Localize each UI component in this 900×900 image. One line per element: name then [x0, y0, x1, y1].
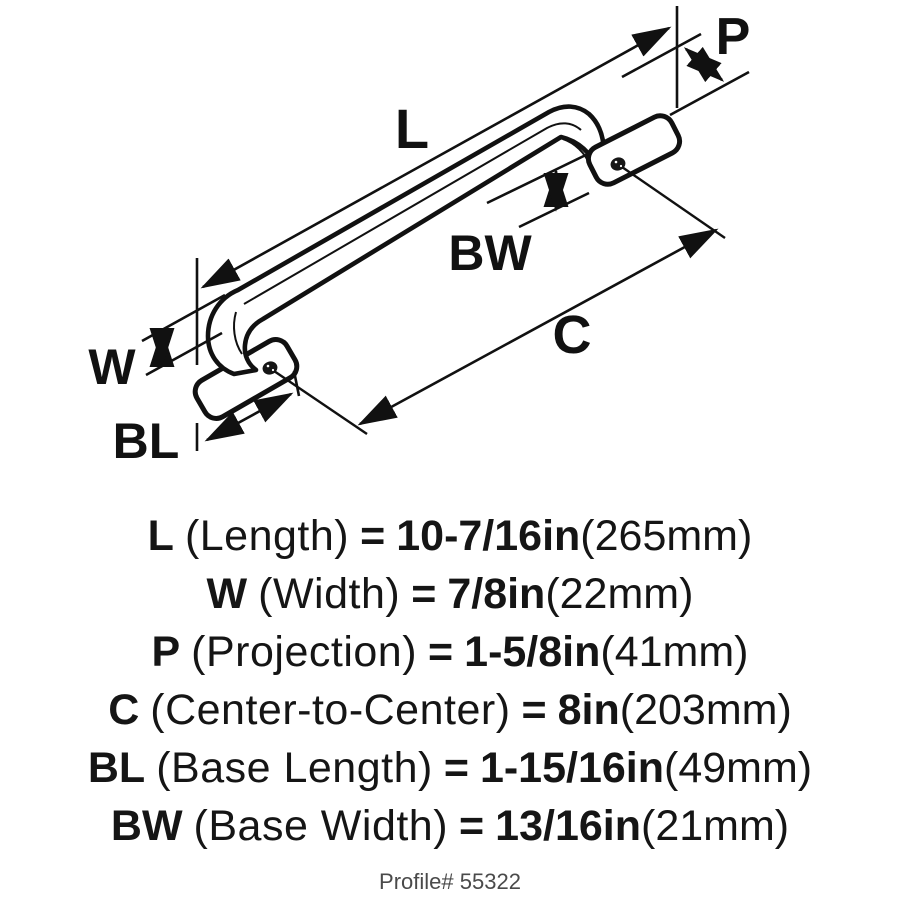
spec-imperial-value: 1-5/8in [464, 628, 601, 676]
spec-symbol: BL [87, 744, 146, 792]
dimension-spec-list: L(Length)=10-7/16in(265mm) W(Width)=7/8i… [0, 507, 900, 895]
BW-label: BW [448, 225, 532, 281]
equals-sign: = [411, 570, 437, 618]
spec-name: (Length) [184, 512, 350, 560]
spec-metric-value: (22mm) [545, 570, 694, 618]
C-dimension-line [357, 228, 719, 426]
spec-metric-value: (41mm) [600, 628, 749, 676]
BW-reference-line-lower [518, 191, 590, 229]
spec-metric-value: (265mm) [580, 512, 753, 560]
spec-line-length: L(Length)=10-7/16in(265mm) [0, 507, 900, 565]
equals-sign: = [521, 686, 547, 734]
BW-reference-line-upper [486, 150, 593, 205]
BL-dimension-line [204, 392, 294, 442]
spec-metric-value: (203mm) [619, 686, 792, 734]
equals-sign: = [360, 512, 386, 560]
L-label: L [395, 97, 429, 160]
P-label: P [716, 8, 751, 66]
P-dimension-arrow [683, 46, 725, 83]
BL-label: BL [113, 413, 180, 469]
C-label: C [553, 305, 592, 365]
P-reference-line-lower [669, 70, 750, 117]
BL-extension-tick-right [292, 370, 301, 397]
spec-name: (Base Length) [156, 744, 433, 792]
spec-line-projection: P(Projection)=1-5/8in(41mm) [0, 623, 900, 681]
spec-symbol: BW [110, 802, 183, 850]
equals-sign: = [459, 802, 485, 850]
W-reference-line-lower [145, 331, 223, 377]
profile-number: Profile# 55322 [379, 869, 521, 894]
spec-imperial-value: 10-7/16in [396, 512, 581, 560]
left-screw [262, 361, 278, 375]
spec-symbol: L [147, 512, 174, 560]
spec-metric-value: (21mm) [641, 802, 790, 850]
spec-line-width: W(Width)=7/8in(22mm) [0, 565, 900, 623]
spec-imperial-value: 1-15/16in [479, 744, 665, 792]
equals-sign: = [428, 628, 454, 676]
spec-line-base-length: BL(Base Length)=1-15/16in(49mm) [0, 739, 900, 797]
spec-imperial-value: 13/16in [495, 802, 641, 850]
handle-bar-curl-crease [233, 311, 243, 355]
spec-symbol: W [206, 570, 248, 618]
P-reference-line-upper [621, 32, 702, 79]
spec-imperial-value: 8in [557, 686, 620, 734]
W-label: W [88, 339, 136, 395]
spec-name: (Base Width) [193, 802, 449, 850]
spec-symbol: C [108, 686, 140, 734]
spec-name: (Center-to-Center) [150, 686, 511, 734]
spec-line-base-width: BW(Base Width)=13/16in(21mm) [0, 797, 900, 855]
C-leader-left-screw [273, 370, 368, 435]
equals-sign: = [443, 744, 469, 792]
handle-dimension-diagram: L P BW C W BL [88, 6, 751, 469]
spec-line-center-to-center: C(Center-to-Center)=8in(203mm) [0, 681, 900, 739]
spec-symbol: P [151, 628, 181, 676]
spec-imperial-value: 7/8in [447, 570, 546, 618]
spec-name: (Projection) [191, 628, 418, 676]
spec-metric-value: (49mm) [664, 744, 813, 792]
L-dimension-line [200, 26, 672, 289]
spec-name: (Width) [258, 570, 401, 618]
C-leader-right-screw [621, 166, 726, 239]
